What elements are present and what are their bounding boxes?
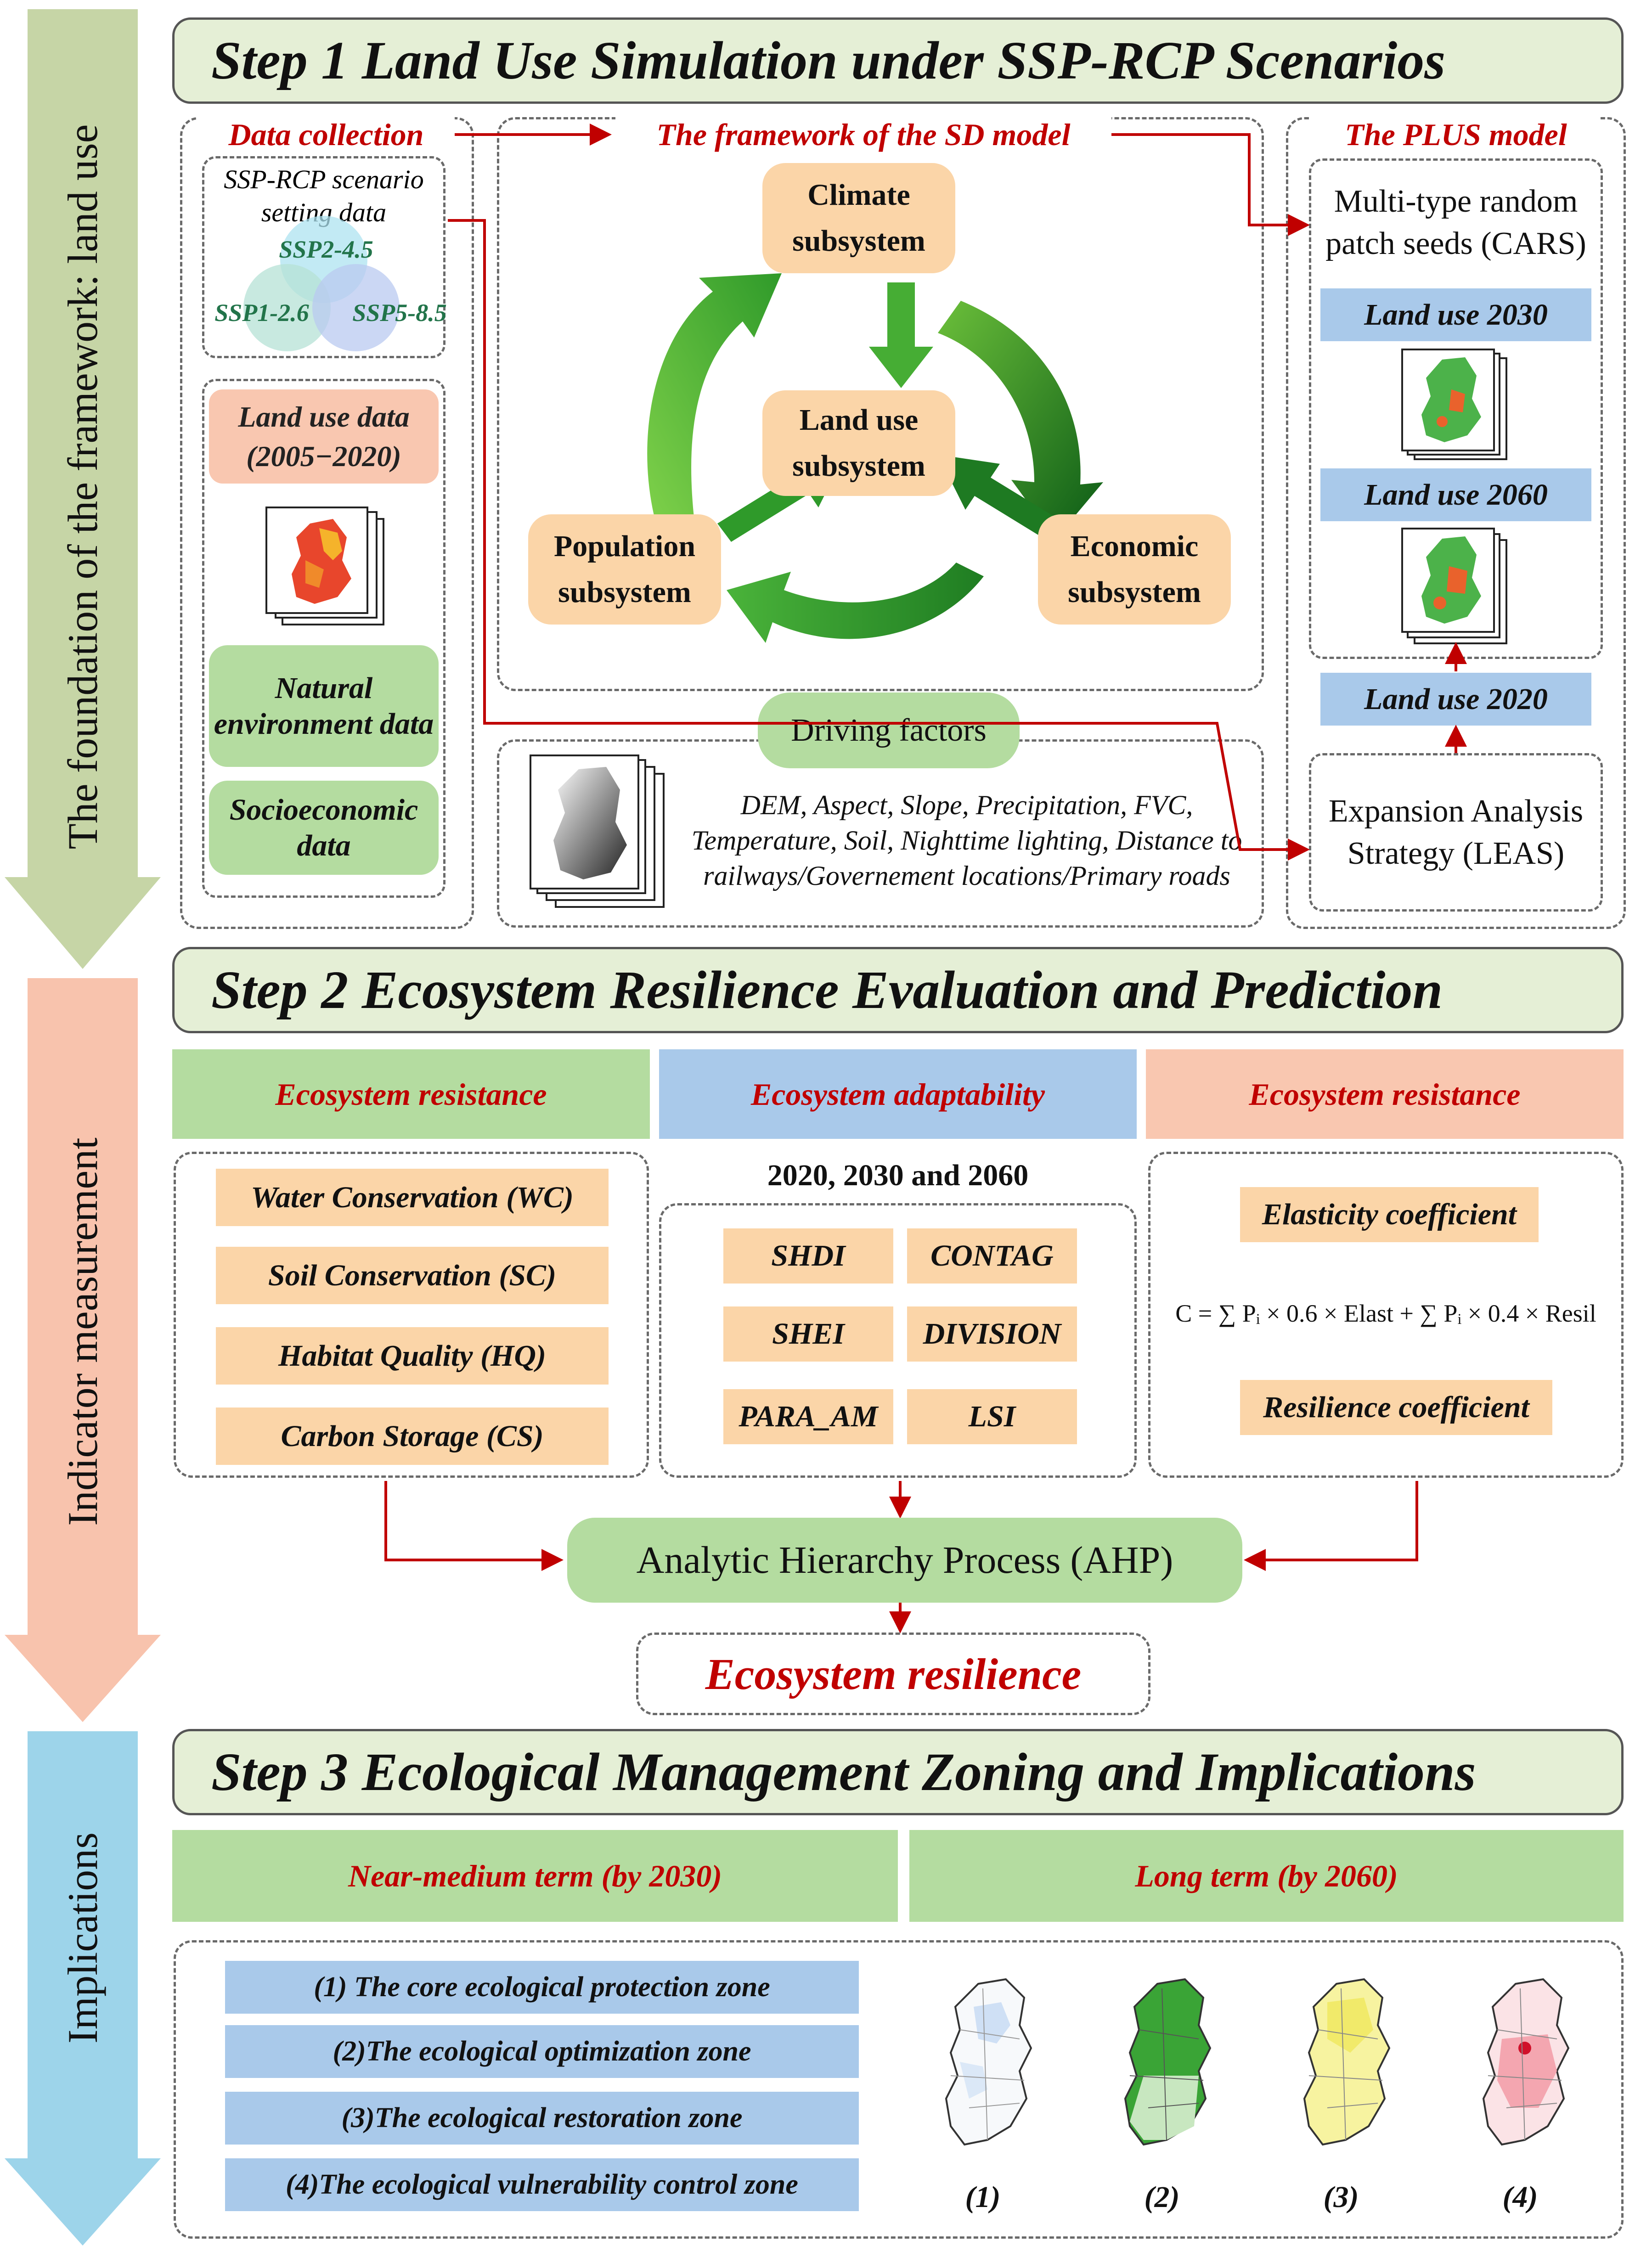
leas-label: Expansion Analysis Strategy (LEAS) <box>1328 793 1584 871</box>
zoning-panel <box>174 1940 1624 2239</box>
map1-label: (1) <box>965 2180 1001 2214</box>
step2-title: Step 2 Ecosystem Resilience Evaluation a… <box>172 947 1624 1033</box>
para-am-metric: PARA_AM <box>723 1389 893 1444</box>
zone3-label: (3)The ecological restoration zone <box>225 2092 859 2145</box>
ecosystem-resilience-label: Ecosystem resilience <box>705 1649 1082 1699</box>
side-arrow-implications <box>5 1731 161 2246</box>
land-use-map-stack <box>265 507 384 625</box>
zone4-label: (4)The ecological vulnerability control … <box>225 2158 859 2211</box>
wc-indicator: Water Conservation (WC) <box>216 1169 609 1226</box>
elasticity-coefficient: Elasticity coefficient <box>1240 1187 1539 1242</box>
population-subsystem: Population subsystem <box>528 514 721 625</box>
adaptability-panel <box>659 1203 1137 1478</box>
data-collection-heading: Data collection <box>197 114 455 155</box>
map2-label: (2) <box>1144 2180 1180 2214</box>
zone-maps <box>945 1978 1570 2146</box>
near-term-heading: Near-medium term (by 2030) <box>172 1830 898 1922</box>
driving-factors-text: DEM, Aspect, Slope, Precipitation, FVC, … <box>691 789 1242 891</box>
side-arrow-indicator <box>5 978 161 1722</box>
cars-label: Multi-type random patch seeds (CARS) <box>1325 184 1586 261</box>
contag-metric: CONTAG <box>907 1228 1077 1284</box>
resistance-panel <box>174 1152 649 1478</box>
dem-map-stack <box>530 754 665 908</box>
zone-map-2 <box>1124 1978 1212 2146</box>
years-label: 2020, 2030 and 2060 <box>767 1159 1029 1192</box>
division-metric: DIVISION <box>907 1306 1077 1362</box>
ssp-a-label: SSP2-4.5 <box>279 236 373 263</box>
economic-subsystem: Economic subsystem <box>1038 514 1231 625</box>
leas-box <box>1309 753 1603 912</box>
ssp-box <box>202 156 445 358</box>
step1-title: Step 1 Land Use Simulation under SSP-RCP… <box>172 17 1624 104</box>
driving-factors-label: Driving factors <box>758 692 1020 768</box>
col1-heading: Ecosystem resistance <box>172 1049 650 1139</box>
side-label-land-use: The foundation of the framework: land us… <box>59 124 106 850</box>
resilience-formula: C = ∑ Pᵢ × 0.6 × Elast + ∑ Pᵢ × 0.4 × Re… <box>1175 1300 1596 1327</box>
zone-map-1 <box>945 1978 1032 2146</box>
land-use-2030: Land use 2030 <box>1320 288 1591 341</box>
ecosystem-resilience-box <box>636 1633 1150 1715</box>
arrow-pop-to-climate <box>647 273 782 521</box>
side-label-implications: Implications <box>59 1832 106 2044</box>
ssp-circle-b <box>243 264 331 351</box>
land-use-2020: Land use 2020 <box>1320 673 1591 726</box>
ssp-c-label: SSP5-8.5 <box>352 299 447 327</box>
climate-subsystem: Climate subsystem <box>762 163 955 273</box>
zone1-label: (1) The core ecological protection zone <box>225 1961 859 2014</box>
long-term-heading: Long term (by 2060) <box>909 1830 1624 1922</box>
land-use-2060: Land use 2060 <box>1320 468 1591 521</box>
lsi-metric: LSI <box>907 1389 1077 1444</box>
col3-heading: Ecosystem resistance <box>1146 1049 1624 1139</box>
col2-heading: Ecosystem adaptability <box>659 1049 1137 1139</box>
land-data-box <box>202 379 445 898</box>
step3-title: Step 3 Ecological Management Zoning and … <box>172 1729 1624 1815</box>
ssp-venn <box>243 216 400 351</box>
zone-map-3 <box>1303 1978 1391 2146</box>
shdi-metric: SHDI <box>723 1228 893 1284</box>
resilience-coefficient: Resilience coefficient <box>1240 1380 1552 1435</box>
side-arrows <box>5 9 161 2246</box>
map-2030-stack <box>1401 349 1507 460</box>
hq-indicator: Habitat Quality (HQ) <box>216 1327 609 1385</box>
ssp-circle-c <box>312 264 400 351</box>
map4-label: (4) <box>1502 2180 1538 2214</box>
plus-model-heading: The PLUS model <box>1311 114 1601 155</box>
shei-metric: SHEI <box>723 1306 893 1362</box>
zone-map-4 <box>1482 1978 1570 2146</box>
arrow-economic-to-pop <box>727 563 984 643</box>
sd-model-heading: The framework of the SD model <box>615 114 1111 155</box>
sc-indicator: Soil Conservation (SC) <box>216 1247 609 1304</box>
side-arrow-land-use <box>5 9 161 969</box>
resilience-coef-panel <box>1148 1152 1624 1478</box>
arrow-climate-to-landuse <box>869 282 933 388</box>
natural-env-data-box: Natural environment data <box>209 645 439 767</box>
cs-indicator: Carbon Storage (CS) <box>216 1408 609 1465</box>
socioeconomic-data-box: Socioeconomic data <box>209 781 439 875</box>
ssp-b-label: SSP1-2.6 <box>214 299 309 327</box>
landuse-subsystem: Land use subsystem <box>762 390 955 496</box>
map3-label: (3) <box>1323 2180 1359 2214</box>
land-use-data-box: Land use data (2005−2020) <box>209 389 439 484</box>
ahp-box: Analytic Hierarchy Process (AHP) <box>567 1518 1242 1603</box>
map-2060-stack <box>1401 528 1507 644</box>
zone2-label: (2)The ecological optimization zone <box>225 2025 859 2078</box>
side-label-indicator: Indicator measurement <box>59 1137 106 1526</box>
